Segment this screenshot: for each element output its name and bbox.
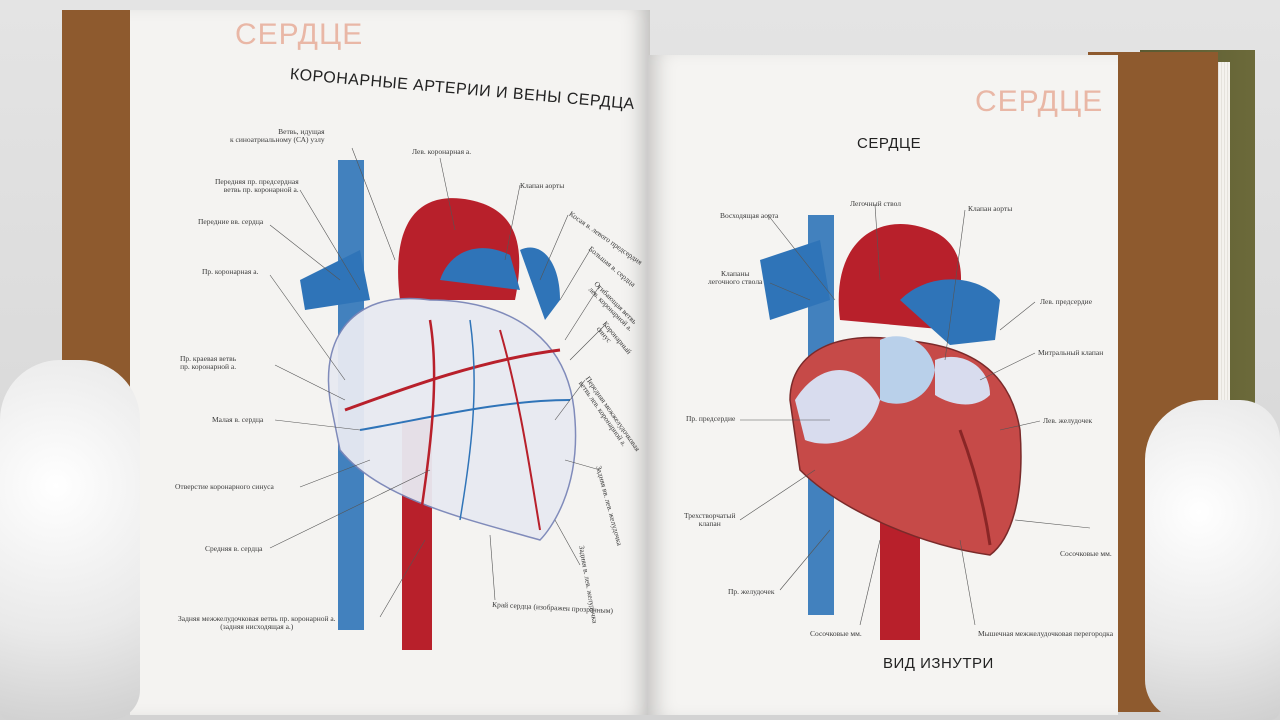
- label-muscular-septum: Мышечная межжелудочковая перегородка: [978, 629, 1114, 638]
- label-aortic-valve: Клапан аорты: [520, 181, 565, 190]
- right-page-heading: СЕРДЦЕ: [857, 135, 922, 152]
- label-right-coronary-artery: Пр. коронарная а.: [202, 267, 259, 276]
- label-papillary-muscles-bottom: Сосочковые мм.: [810, 629, 862, 638]
- label-coronary-sinus-opening: Отверстие коронарного синуса: [175, 482, 274, 491]
- label-anterior-right-atrial-branch: Передняя пр. предсердная ветвь пр. корон…: [215, 177, 299, 195]
- label-sa-node-branch: Ветвь, идущая к синоатриальному (СА) узл…: [230, 127, 325, 145]
- label-right-ventricle: Пр. желудочек: [728, 587, 775, 596]
- label-aortic-valve-right: Клапан аорты: [968, 204, 1013, 213]
- left-leader-lines: [269, 147, 606, 618]
- coronary-heart-illustration: [300, 160, 577, 650]
- label-pulmonary-valves: Клапаны легочного ствола: [708, 269, 763, 287]
- label-anterior-cardiac-veins: Передние вв. сердца: [198, 217, 264, 226]
- interior-heart-illustration: [760, 215, 1022, 640]
- label-left-coronary-artery: Лев. коронарная а.: [412, 147, 472, 156]
- label-pulmonary-trunk: Легочный ствол: [850, 199, 902, 208]
- left-section-title: СЕРДЦЕ: [235, 18, 364, 51]
- label-middle-cardiac-vein: Средняя в. сердца: [205, 544, 263, 553]
- right-glove-hand: [1145, 400, 1280, 720]
- label-ascending-aorta: Восходящая аорта: [720, 211, 779, 220]
- label-tricuspid-valve: Трехстворчатый клапан: [684, 511, 736, 529]
- right-section-title: СЕРДЦЕ: [975, 85, 1104, 118]
- label-left-atrium: Лев. предсердие: [1040, 297, 1093, 306]
- left-glove-hand: [0, 360, 140, 720]
- label-posterior-interventricular-branch: Задняя межжелудочковая ветвь пр. коронар…: [178, 614, 336, 632]
- label-right-marginal-branch: Пр. краевая ветвь пр. коронарной а.: [180, 354, 237, 372]
- right-page-footer-heading: ВИД ИЗНУТРИ: [883, 655, 994, 672]
- label-papillary-muscles-right: Сосочковые мм.: [1060, 549, 1112, 558]
- label-left-ventricle: Лев. желудочек: [1043, 416, 1093, 425]
- label-right-atrium: Пр. предсердие: [686, 414, 736, 423]
- right-leader-lines: [739, 204, 1091, 626]
- label-mitral-valve: Митральный клапан: [1038, 348, 1104, 357]
- label-small-cardiac-vein: Малая в. сердца: [212, 415, 264, 424]
